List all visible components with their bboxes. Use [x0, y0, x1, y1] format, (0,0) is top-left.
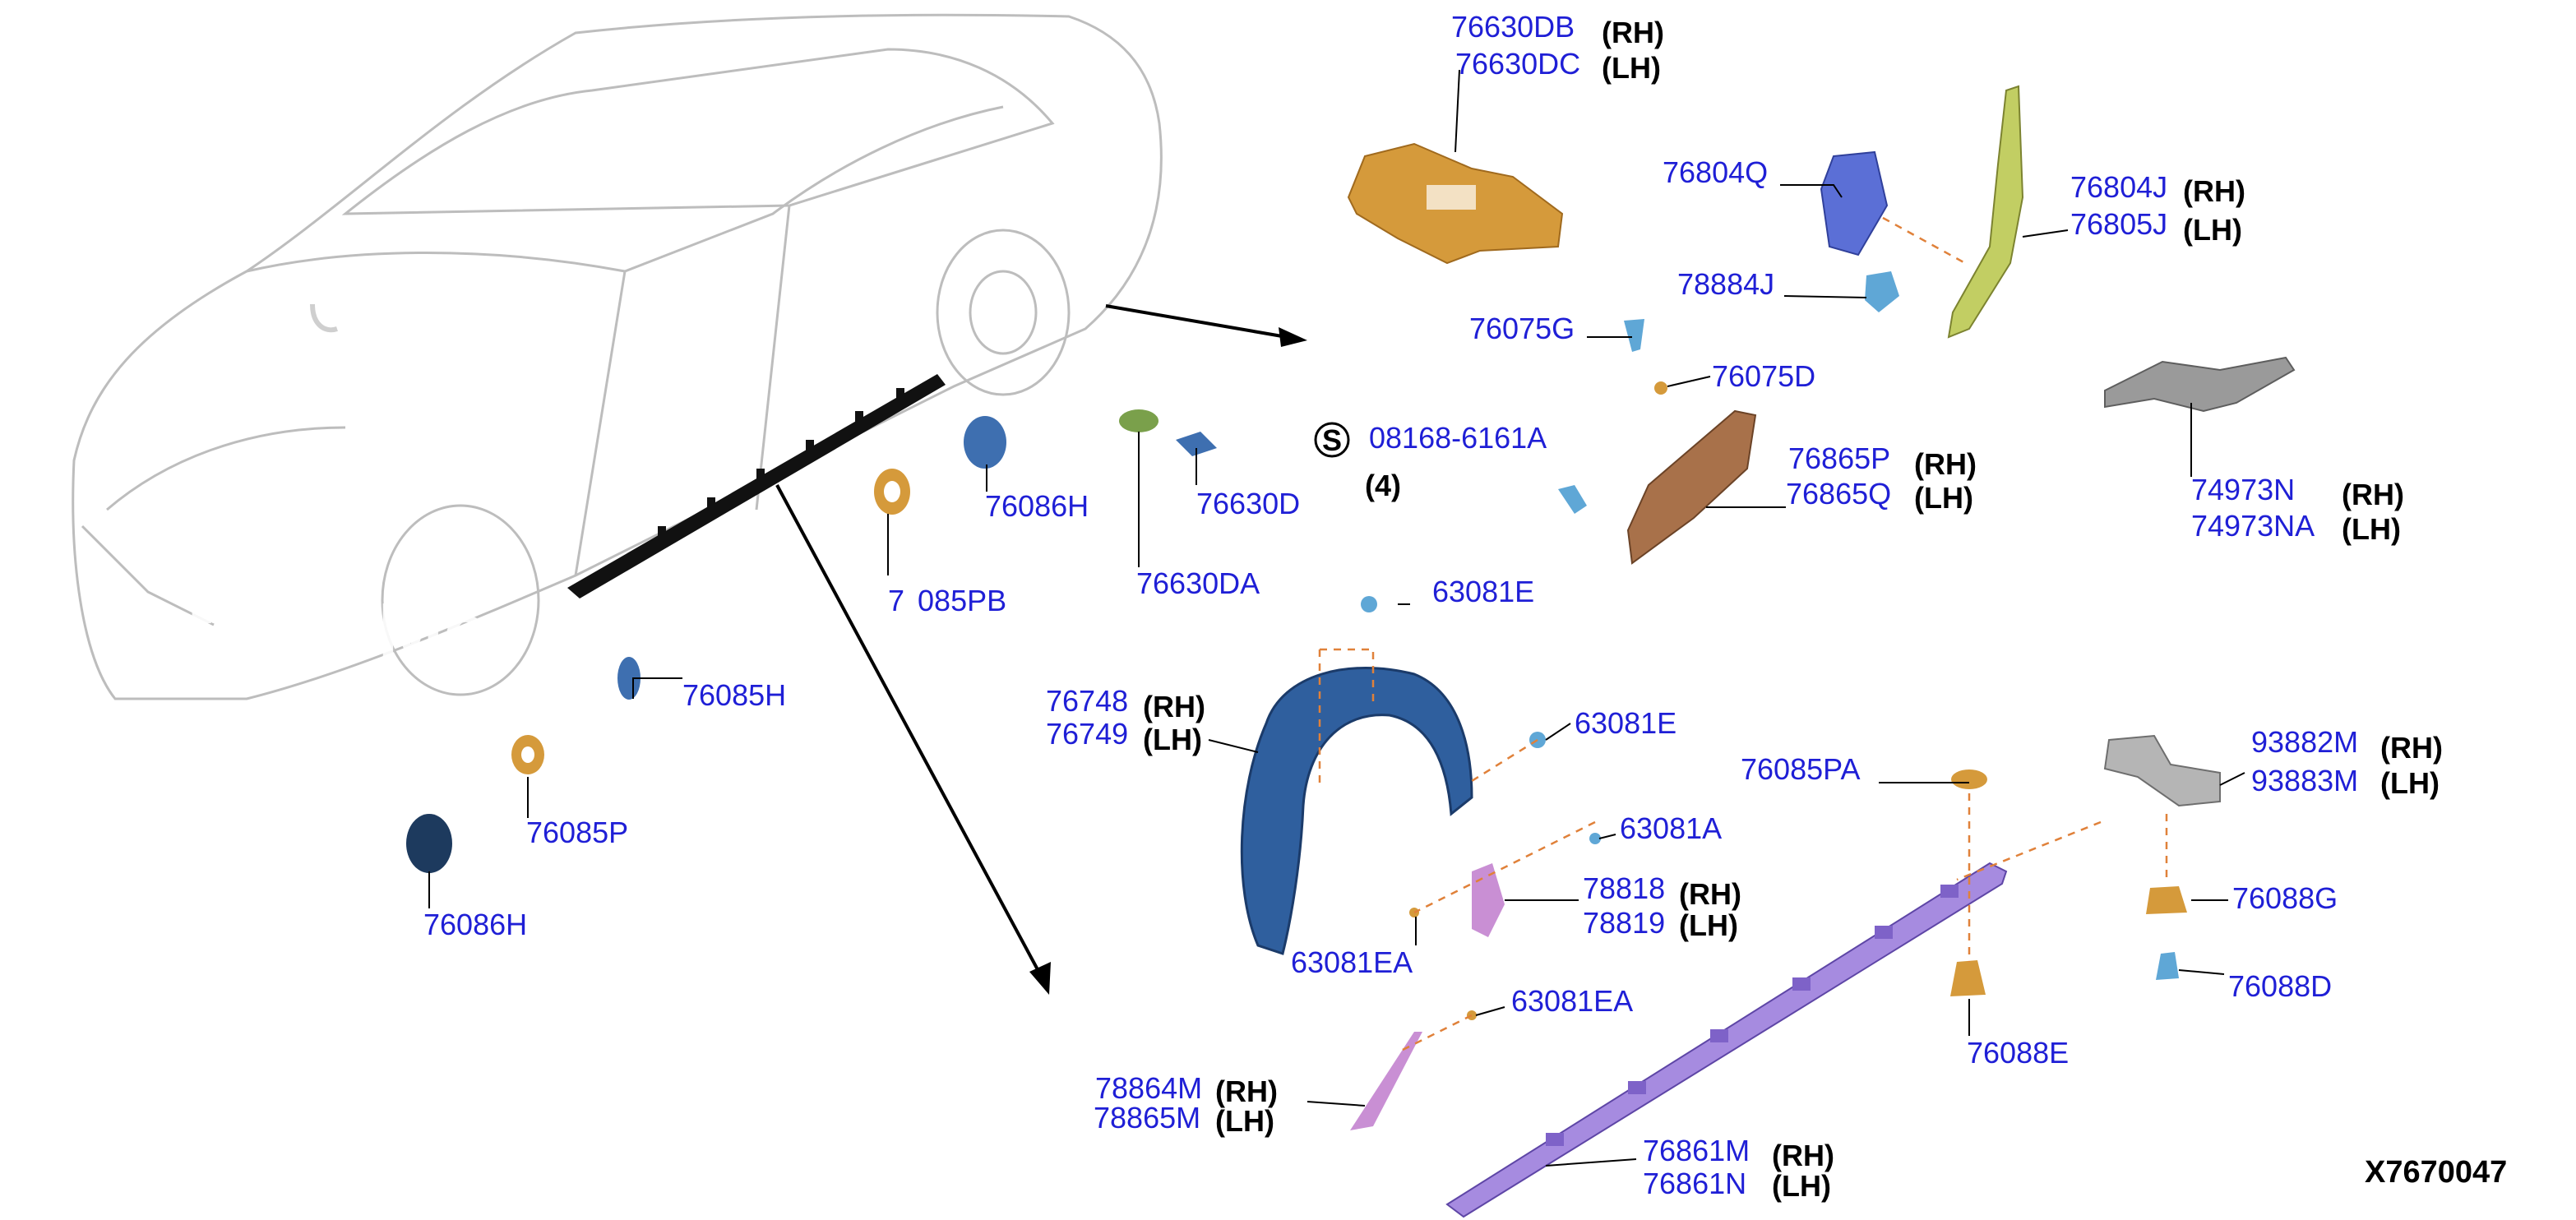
parts	[406, 85, 2296, 1218]
clip-78884j-part	[1865, 271, 1899, 312]
clip-76075g-part	[1624, 319, 1644, 352]
side-rh: (RH)	[1215, 1074, 1278, 1108]
watermark-text: Offers Me	[123, 587, 488, 675]
callout-63081e-mid: 63081E	[1575, 706, 1676, 740]
clip-76088d-part	[2156, 952, 2179, 980]
callout-63081ea: 63081EA	[1291, 945, 1413, 979]
side-lh: (LH)	[2183, 213, 2242, 247]
callout-labels: 76630DB (RH) 76630DC (LH) 76804Q 76804J …	[423, 10, 2507, 1203]
clip-cluster-part	[1820, 150, 1889, 256]
reference-arrows	[775, 304, 1307, 995]
callout-76748: 76748	[1046, 684, 1128, 718]
diagram-code: X7670047	[2365, 1155, 2507, 1190]
callout-76805j: 76805J	[2070, 207, 2167, 241]
side-lh: (LH)	[2342, 512, 2401, 546]
callout-76085p: 76085P	[526, 816, 628, 849]
leader-lines	[428, 69, 2245, 1167]
strip-78864m-part	[1350, 1032, 1422, 1130]
callout-76086h-b: 76086H	[423, 908, 527, 941]
side-lh: (LH)	[1602, 51, 1661, 85]
grommet-76086h-b-part	[406, 814, 452, 873]
clip-76088e-part	[1950, 960, 1986, 996]
callout-76804j: 76804J	[2070, 170, 2167, 204]
mud-guard-part	[1947, 85, 2024, 339]
side-rh: (RH)	[1602, 16, 1664, 49]
callout-76088e: 76088E	[1967, 1036, 2069, 1070]
callout-78818: 78818	[1583, 871, 1665, 905]
side-lh: (LH)	[2380, 766, 2440, 800]
grommet-76086h-part	[964, 416, 1006, 469]
side-lh: (LH)	[1914, 481, 1973, 515]
callout-93882m: 93882M	[2251, 725, 2358, 759]
callout-76804q: 76804Q	[1663, 155, 1768, 189]
callout-76749: 76749	[1046, 717, 1128, 751]
clip-76088g-part	[2146, 886, 2187, 914]
callout-76630d: 76630D	[1196, 487, 1300, 520]
bracket-74973n-part	[2104, 356, 2296, 413]
side-lh: (LH)	[1679, 908, 1738, 942]
quantity-label: (4)	[1365, 469, 1401, 502]
callout-76865p: 76865P	[1788, 441, 1890, 475]
callout-76088g: 76088G	[2232, 881, 2338, 915]
callout-76865q: 76865Q	[1786, 477, 1891, 511]
wheel-liner-part	[1240, 667, 1473, 955]
callout-76630db: 76630DB	[1451, 10, 1575, 44]
vehicle-illustration: Offers Me	[72, 13, 1163, 700]
pad-76630da-part	[1119, 409, 1159, 432]
callout-76085h: 76085H	[682, 678, 786, 712]
side-rh: (RH)	[2342, 478, 2404, 511]
callout-78864m: 78864M	[1095, 1071, 1202, 1105]
grommet-76085h-part	[617, 657, 641, 700]
callout-74973na: 74973NA	[2191, 509, 2315, 543]
service-symbol: S	[1322, 423, 1342, 457]
side-rh: (RH)	[1914, 447, 1977, 481]
side-rh: (RH)	[1679, 877, 1741, 911]
side-rh: (RH)	[2183, 174, 2245, 208]
callout-76075g: 76075G	[1469, 312, 1575, 345]
callout-76861m: 76861M	[1643, 1134, 1750, 1167]
callout-93883m: 93883M	[2251, 764, 2358, 797]
service-symbol-circle	[1314, 422, 1350, 458]
side-rh: (RH)	[2380, 731, 2443, 765]
clip-63081e-top-part	[1361, 596, 1377, 612]
bolt-part	[1558, 485, 1587, 514]
callout-74973n: 74973N	[2191, 473, 2295, 506]
side-panel-part	[1626, 409, 1757, 565]
callout-76088d: 76088D	[2228, 969, 2332, 1003]
callout-78819: 78819	[1583, 906, 1665, 940]
grommet-76085pa-part	[1951, 769, 1987, 789]
side-lh: (LH)	[1215, 1104, 1274, 1138]
callout-76630da: 76630DA	[1136, 566, 1260, 600]
dashed-connectors	[1318, 216, 2168, 1054]
bracket-78818-part	[1472, 863, 1505, 937]
side-rh: (RH)	[1772, 1139, 1834, 1172]
clip-76075d-part	[1654, 381, 1667, 395]
callout-76630dc: 76630DC	[1455, 47, 1580, 81]
callout-76075d: 76075D	[1712, 359, 1815, 393]
callout-63081e-top: 63081E	[1432, 575, 1534, 608]
side-rh: (RH)	[1143, 690, 1205, 723]
callout-76861n: 76861N	[1643, 1167, 1746, 1200]
callout-76085pa: 76085PA	[1741, 752, 1860, 786]
callout-76086h: 76086H	[985, 489, 1089, 523]
callout-63081ea-b: 63081EA	[1511, 984, 1633, 1018]
callout-78884j: 78884J	[1677, 267, 1774, 301]
bracket-93882m-part	[2103, 734, 2221, 807]
side-lh: (LH)	[1772, 1169, 1831, 1203]
clip-63081a-part	[1589, 833, 1601, 844]
callout-08168-6161a: 08168-6161A	[1369, 421, 1547, 455]
callout-63081a: 63081A	[1620, 811, 1722, 845]
callout-78865m: 78865M	[1094, 1101, 1200, 1135]
side-lh: (LH)	[1143, 723, 1202, 756]
pad-76630d-part	[1176, 432, 1217, 456]
